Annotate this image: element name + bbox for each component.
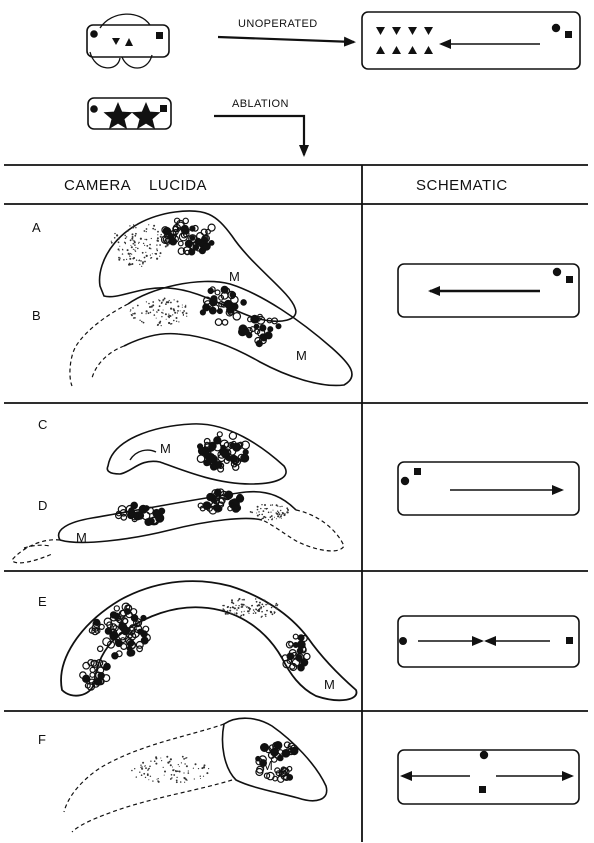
m-label-a: M bbox=[229, 269, 240, 284]
m-label-c: M bbox=[160, 441, 171, 456]
ablation-square-marker bbox=[160, 105, 167, 112]
header-schematic: SCHEMATIC bbox=[416, 177, 508, 194]
embryo-outline-f-dashed bbox=[64, 724, 232, 832]
embryo-outline-c bbox=[107, 424, 286, 484]
cells-a bbox=[162, 218, 216, 255]
panel-letter-e: E bbox=[38, 594, 47, 609]
left-circle-marker bbox=[90, 30, 98, 38]
small-triangle-down bbox=[112, 38, 120, 45]
unoperated-row: UNOPERATED bbox=[87, 12, 580, 69]
header-camera-lucida: CAMERA LUCIDA bbox=[64, 177, 207, 194]
panel-letter-f: F bbox=[38, 732, 46, 747]
cells-b2 bbox=[239, 314, 281, 346]
embryo-outline-b-solid bbox=[124, 281, 352, 385]
right-square-marker bbox=[156, 32, 163, 39]
ablation-circle-marker bbox=[90, 105, 98, 113]
schematic-ab-circle bbox=[553, 268, 561, 276]
rotation-arc-bottom-left bbox=[90, 52, 120, 68]
result-triangles-up bbox=[376, 46, 433, 54]
schematic-e bbox=[398, 616, 579, 667]
table-frame bbox=[4, 165, 588, 842]
panel-letter-a: A bbox=[32, 220, 41, 235]
stipple-b bbox=[130, 298, 188, 327]
stipple-a bbox=[111, 224, 169, 267]
embryo-outline-d-dashed bbox=[12, 510, 344, 563]
ablation-label: ABLATION bbox=[232, 98, 289, 110]
embryo-outline-b-dashed bbox=[70, 304, 128, 386]
cells-c bbox=[197, 432, 249, 472]
m-label-e: M bbox=[324, 677, 335, 692]
schematic-e-circle bbox=[399, 637, 407, 645]
ablation-row: ABLATION bbox=[88, 98, 304, 155]
ablation-star-left bbox=[104, 102, 133, 129]
schematic-cd-square bbox=[414, 468, 421, 475]
unoperated-label: UNOPERATED bbox=[238, 18, 318, 30]
unoperated-result-box bbox=[362, 12, 580, 69]
panel-letter-c: C bbox=[38, 417, 47, 432]
stipple-d bbox=[250, 504, 289, 520]
result-square-marker bbox=[565, 31, 572, 38]
panel-letter-d: D bbox=[38, 498, 47, 513]
ablation-arrow bbox=[214, 116, 304, 155]
cells-f bbox=[256, 742, 298, 783]
schematic-box-f bbox=[398, 750, 579, 804]
schematic-f bbox=[398, 750, 579, 804]
small-triangle-up bbox=[125, 38, 133, 46]
rotation-arc-top bbox=[100, 14, 150, 28]
schematic-cd bbox=[398, 462, 579, 515]
embryo-notch-c bbox=[130, 450, 156, 460]
cells-b1 bbox=[200, 286, 246, 325]
stipple-e bbox=[222, 598, 278, 618]
schematic-box-cd bbox=[398, 462, 579, 515]
schematic-f-square bbox=[479, 786, 486, 793]
unoperated-arrow bbox=[218, 37, 354, 42]
m-label-d: M bbox=[76, 530, 87, 545]
embryo-outline-f-solid bbox=[223, 718, 327, 800]
schematic-f-circle bbox=[480, 751, 488, 759]
ablation-star-right bbox=[132, 102, 161, 129]
schematic-ab-square bbox=[566, 276, 573, 283]
result-circle-marker bbox=[552, 24, 560, 32]
schematic-e-square bbox=[566, 637, 573, 644]
panel-letter-b: B bbox=[32, 308, 41, 323]
schematic-cd-circle bbox=[401, 477, 409, 485]
stipple-f bbox=[131, 756, 209, 783]
cells-e1 bbox=[89, 603, 150, 659]
schematic-ab bbox=[398, 264, 579, 317]
m-label-b: M bbox=[296, 348, 307, 363]
embryo-outline-e bbox=[61, 581, 356, 700]
result-triangles-down bbox=[376, 27, 433, 35]
embryo-outline-d-solid bbox=[59, 492, 296, 543]
cells-e2 bbox=[80, 660, 111, 691]
